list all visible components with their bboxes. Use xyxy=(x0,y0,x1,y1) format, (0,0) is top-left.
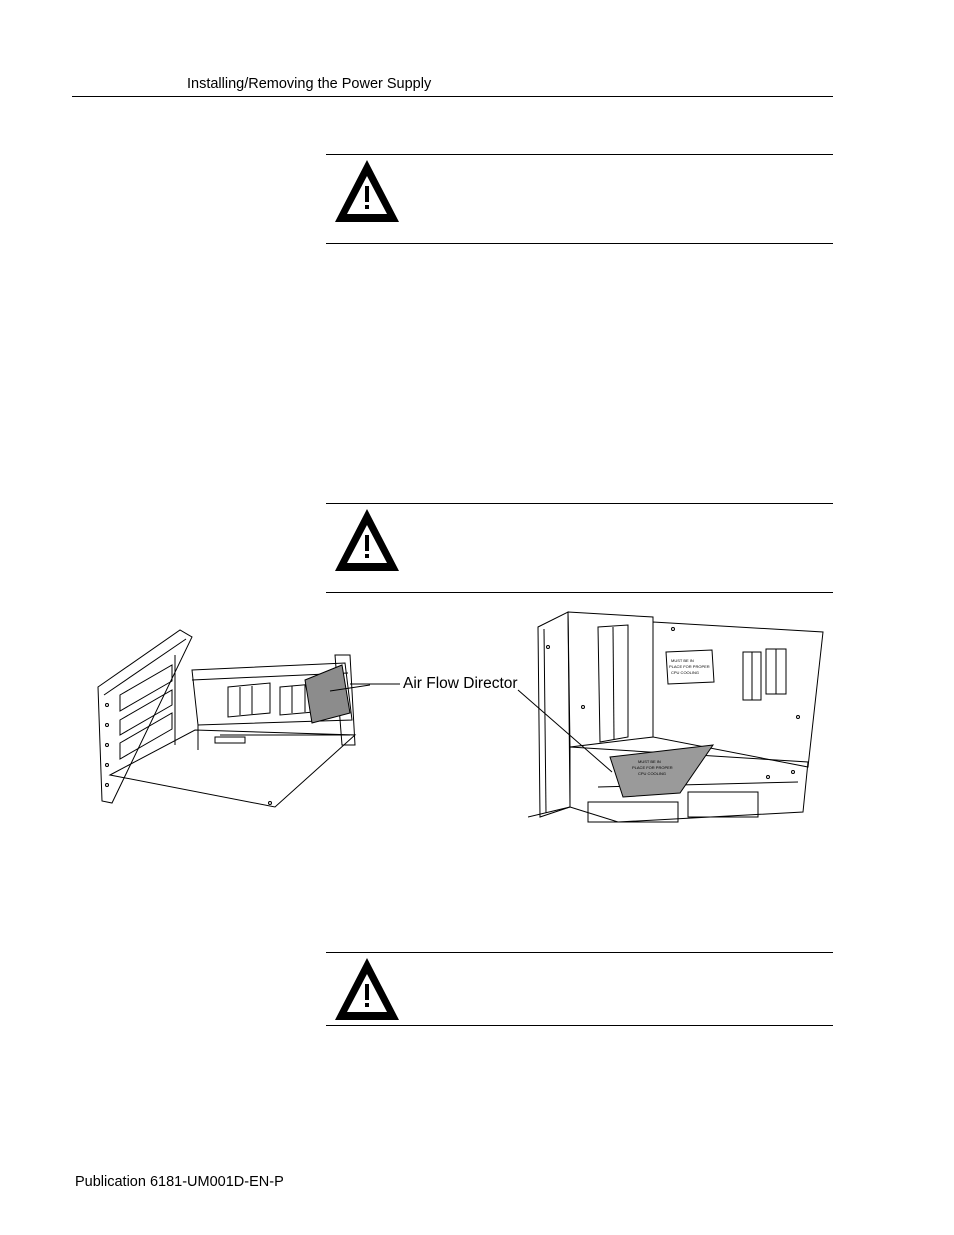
warning-2-top-rule xyxy=(326,503,833,504)
director-text-line-1: MUST BE IN xyxy=(638,759,661,764)
chassis-left-view-illustration xyxy=(80,625,370,810)
label-text-line-2: PLACE FOR PROPER xyxy=(669,664,710,669)
warning-triangle-icon xyxy=(333,507,401,573)
warning-triangle-icon xyxy=(333,956,401,1022)
director-text-line-3: CPU COOLING xyxy=(638,771,666,776)
warning-3-top-rule xyxy=(326,952,833,953)
warning-2-bottom-rule xyxy=(326,592,833,593)
air-flow-director-callout: Air Flow Director xyxy=(403,675,518,692)
chassis-right-view-illustration: MUST BE IN PLACE FOR PROPER CPU COOLING … xyxy=(528,607,830,829)
warning-3-bottom-rule xyxy=(326,1025,833,1026)
warning-1-bottom-rule xyxy=(326,243,833,244)
callout-leader-lines xyxy=(350,683,613,773)
header-rule xyxy=(72,96,833,97)
label-text-line-3: CPU COOLING xyxy=(671,670,699,675)
running-header: Installing/Removing the Power Supply xyxy=(187,76,432,92)
director-text-line-2: PLACE FOR PROPER xyxy=(632,765,673,770)
label-text-line-1: MUST BE IN xyxy=(671,658,694,663)
publication-footer: Publication 6181-UM001D-EN-P xyxy=(75,1174,284,1190)
warning-1-top-rule xyxy=(326,154,833,155)
warning-triangle-icon xyxy=(333,158,401,224)
